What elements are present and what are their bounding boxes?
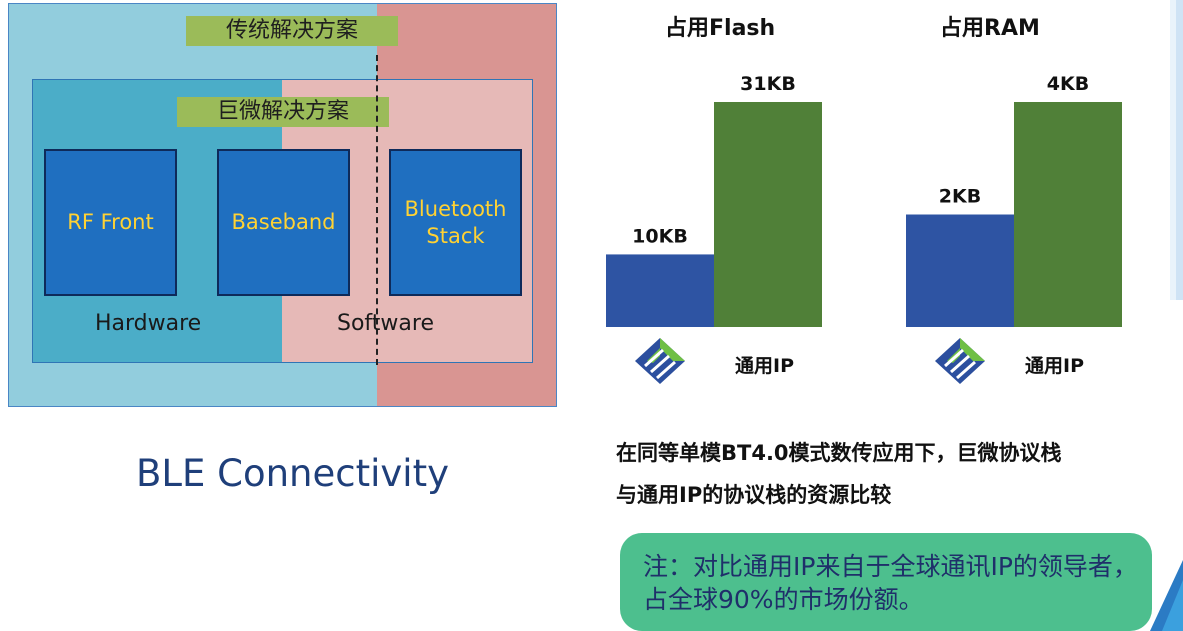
note-text: 注：对比通用IP来自于全球通讯IP的领导者，占全球90%的市场份额。: [643, 552, 1138, 614]
note-box: [620, 533, 1152, 631]
traditional-solution-label: 传统解决方案: [186, 16, 398, 46]
flash-chart-svg: 10KB 31KB: [606, 73, 822, 327]
flash-bar-2: [714, 102, 822, 327]
ram-xlabel: 通用IP: [1025, 355, 1084, 377]
flash-chart-title: 占用Flash: [665, 16, 776, 41]
ram-bar-1: [906, 214, 1014, 327]
jw-logo-icon: [635, 338, 685, 384]
bluetooth-stack-block: Bluetooth Stack: [389, 149, 522, 296]
diagram-title: BLE Connectivity: [136, 452, 449, 495]
corner-decoration: [1150, 560, 1183, 631]
flash-value-label-1: 10KB: [632, 225, 688, 247]
hw-sw-divider: [376, 55, 378, 365]
jw-solution-label: 巨微解决方案: [177, 97, 389, 127]
jw-logo-icon: [935, 338, 985, 384]
ram-value-label-2: 4KB: [1047, 73, 1089, 95]
baseband-block: Baseband: [217, 149, 350, 296]
ram-chart: 2KB 4KB: [900, 60, 1130, 330]
caption-line-2: 与通用IP的协议栈的资源比较: [616, 483, 892, 507]
ram-chart-svg: 2KB 4KB: [906, 73, 1122, 327]
hardware-label: Hardware: [95, 311, 202, 336]
edge-decoration: [1170, 0, 1183, 300]
caption-line-1: 在同等单模BT4.0模式数传应用下，巨微协议栈: [616, 441, 1062, 465]
software-label: Software: [337, 311, 434, 336]
rf-front-block: RF Front: [44, 149, 177, 296]
comparison-caption: 在同等单模BT4.0模式数传应用下，巨微协议栈 与通用IP的协议栈的资源比较: [616, 432, 1176, 516]
ram-chart-title: 占用RAM: [940, 16, 1040, 41]
ram-bar-2: [1014, 102, 1122, 327]
flash-bar-1: [606, 254, 714, 327]
flash-xlabel: 通用IP: [735, 355, 794, 377]
flash-value-label-2: 31KB: [740, 73, 796, 95]
ram-value-label-1: 2KB: [939, 186, 981, 208]
flash-chart: 10KB 31KB: [600, 60, 830, 330]
